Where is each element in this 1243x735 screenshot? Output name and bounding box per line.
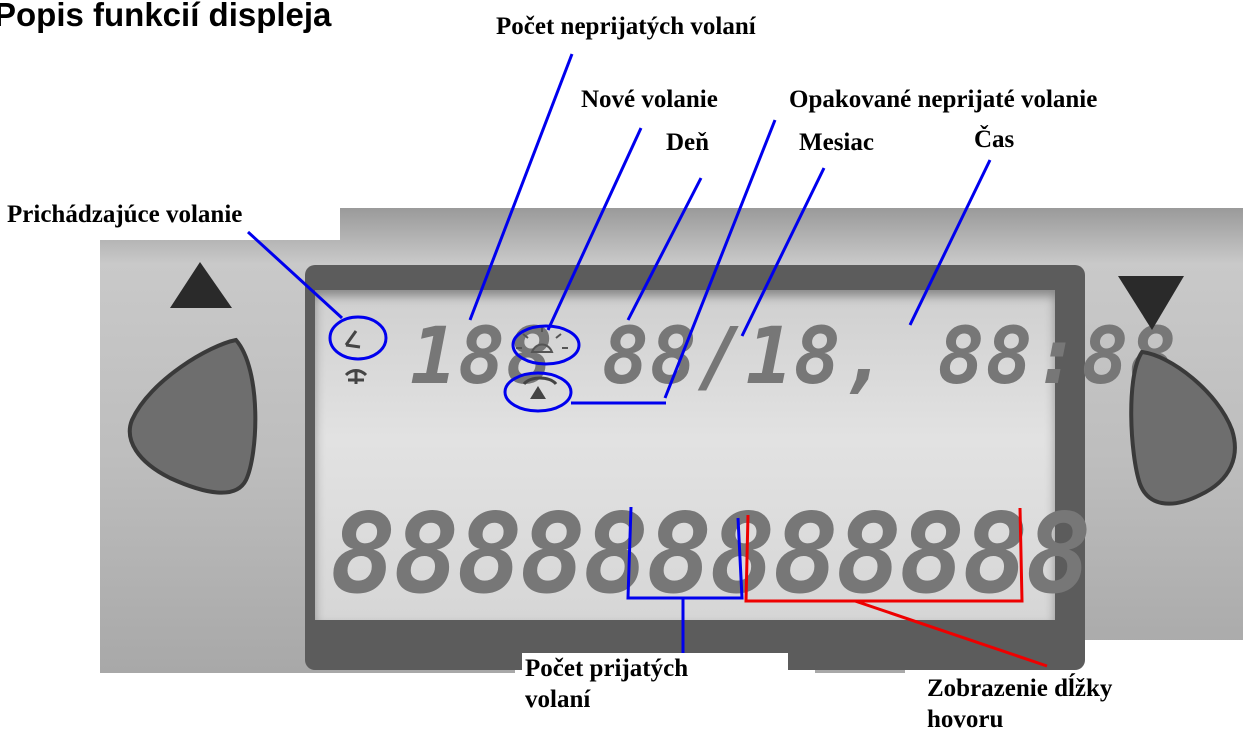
label-call-duration-line2: hovoru: [927, 706, 1004, 733]
blue-callouts: [246, 53, 992, 668]
label-month: Mesiac: [796, 128, 877, 158]
label-received-count-line2: volaní: [525, 686, 591, 713]
red-callout: [744, 507, 1048, 668]
label-missed-count: Počet neprijatých volaní: [493, 12, 759, 42]
label-received-count-line1: Počet prijatých: [525, 655, 689, 682]
page-title: Popis funkcií displeja: [0, 0, 332, 33]
label-repeated-missed: Opakované neprijaté volanie: [786, 85, 1101, 115]
label-incoming-call: Prichádzajúce volanie: [4, 200, 246, 230]
right-button-icon[interactable]: [1129, 349, 1237, 506]
down-arrow-icon: [1118, 276, 1184, 330]
label-time: Čas: [971, 125, 1018, 155]
up-arrow-icon: [170, 262, 232, 308]
label-day: Deň: [663, 128, 713, 158]
left-button-icon[interactable]: [127, 337, 258, 495]
new-call-bell-icon: [516, 326, 568, 353]
repeat-missed-icon: [522, 376, 558, 399]
label-call-duration: Zobrazenie dĺžky hovoru: [924, 673, 1210, 735]
incoming-call-icon: [344, 330, 368, 384]
label-new-call: Nové volanie: [578, 85, 721, 115]
label-call-duration-line1: Zobrazenie dĺžky: [927, 675, 1113, 702]
label-received-count: Počet prijatých volaní: [522, 653, 788, 715]
